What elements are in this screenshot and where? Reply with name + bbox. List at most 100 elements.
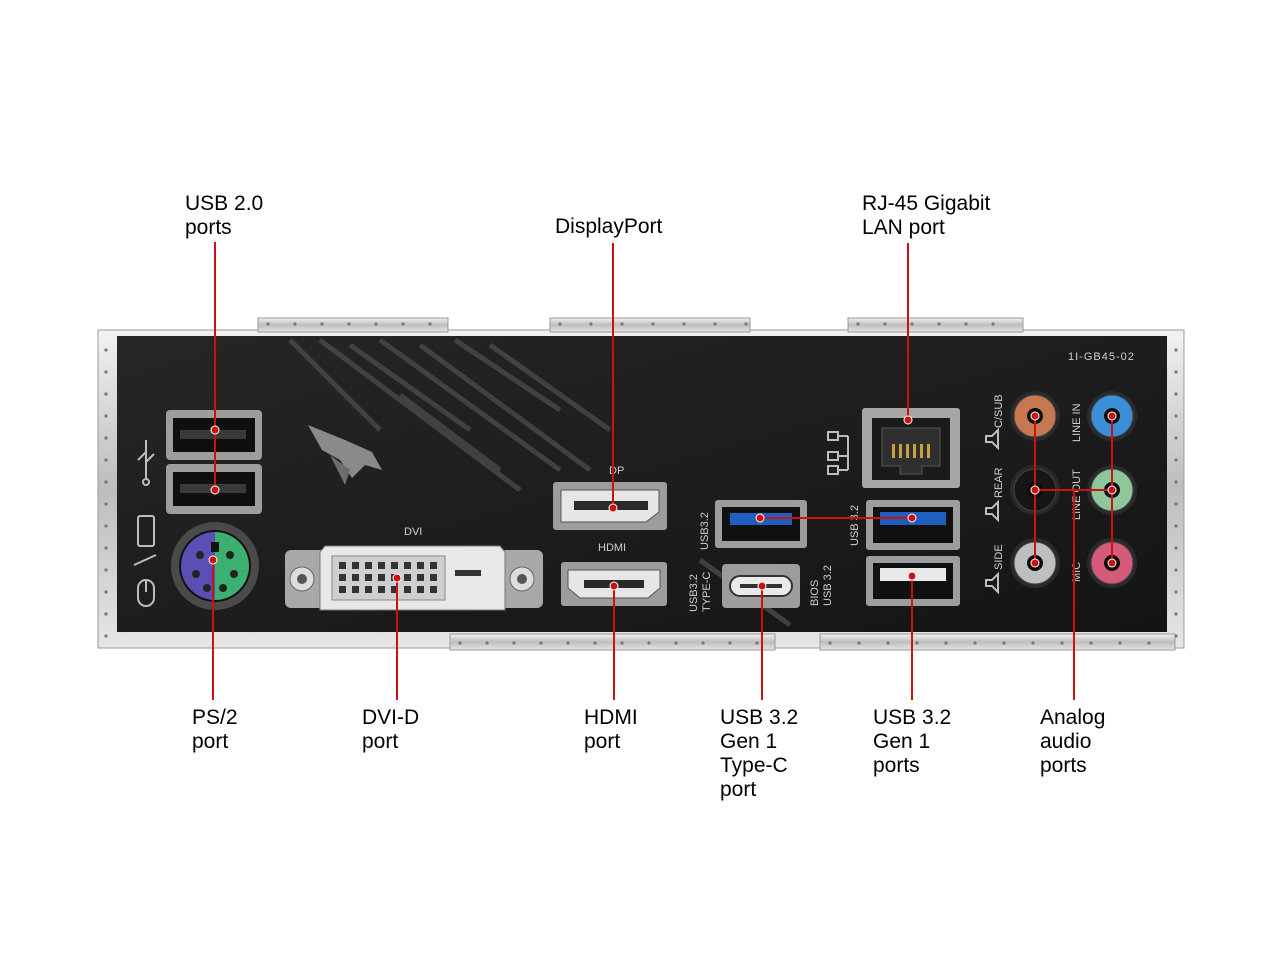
rivet xyxy=(104,568,108,572)
audio-csub-label: C/SUB xyxy=(993,394,1005,428)
dvi-pin xyxy=(352,586,359,593)
rivet xyxy=(682,322,686,326)
shield-bottom-tab xyxy=(449,633,776,651)
leader-endpoint xyxy=(907,571,917,581)
leader-lines xyxy=(208,242,1117,700)
callout-line: LAN port xyxy=(862,216,945,239)
dvi-pin xyxy=(404,562,411,569)
leader-endpoint xyxy=(903,415,913,425)
rivet xyxy=(458,641,462,645)
rivet xyxy=(1174,590,1178,594)
rivet xyxy=(104,546,108,550)
leader-endpoint xyxy=(208,555,218,565)
rivet xyxy=(674,641,678,645)
rivet xyxy=(266,322,270,326)
callout-line: DisplayPort xyxy=(555,215,663,238)
rivet xyxy=(991,322,995,326)
leader-endpoint xyxy=(907,513,917,523)
speaker-icon xyxy=(985,427,999,595)
leader-endpoint xyxy=(1107,411,1117,421)
dvi-pin xyxy=(417,586,424,593)
dvi-pin xyxy=(365,586,372,593)
callout-usb20: USB 2.0 ports xyxy=(185,192,263,240)
dvi-pin xyxy=(352,574,359,581)
frame-rivets xyxy=(104,322,1178,645)
usb32-right-label: USB 3.2 xyxy=(849,505,861,546)
part-number-label: 1I-GB45-02 xyxy=(1068,351,1135,363)
callout-line: USB 3.2 xyxy=(873,706,952,729)
rivet xyxy=(937,322,941,326)
rivet xyxy=(1031,641,1035,645)
leader-endpoint xyxy=(1030,485,1040,495)
rivet xyxy=(620,322,624,326)
dvi-port xyxy=(285,545,543,611)
rivet xyxy=(104,414,108,418)
rivet xyxy=(485,641,489,645)
rivet xyxy=(915,641,919,645)
rivet xyxy=(1089,641,1093,645)
dvi-pin xyxy=(365,562,372,569)
callout-line: RJ-45 Gigabit xyxy=(862,192,991,215)
rivet xyxy=(944,641,948,645)
dvi-pin xyxy=(391,586,398,593)
callout-displayport: DisplayPort xyxy=(555,215,662,239)
dvi-pin xyxy=(430,562,437,569)
dvi-pin xyxy=(404,574,411,581)
leader-endpoint xyxy=(755,513,765,523)
audio-side-label: SIDE xyxy=(993,544,1005,570)
callout-audio: Analog audio ports xyxy=(1040,706,1105,778)
callout-line: port xyxy=(584,730,621,753)
callout-line: port xyxy=(362,730,399,753)
leader-endpoint xyxy=(210,485,220,495)
rivet xyxy=(593,641,597,645)
shield-top-tab xyxy=(257,317,449,333)
dvi-pin-grid xyxy=(339,562,437,593)
usb32-port xyxy=(866,500,960,550)
rivet xyxy=(856,322,860,326)
rivet xyxy=(104,590,108,594)
rivet xyxy=(1174,348,1178,352)
callout-line: Gen 1 xyxy=(720,730,778,753)
dvi-pin xyxy=(378,574,385,581)
callout-line: PS/2 xyxy=(192,706,238,729)
dvi-pin xyxy=(339,586,346,593)
rivet xyxy=(973,641,977,645)
callout-line: port xyxy=(192,730,229,753)
rj45-lan-port xyxy=(862,408,960,488)
dvi-label: DVI xyxy=(404,526,422,538)
rivet xyxy=(104,612,108,616)
rivet xyxy=(744,322,748,326)
callout-hdmi: HDMI port xyxy=(584,706,638,754)
leader-endpoint xyxy=(392,573,402,583)
rivet xyxy=(104,524,108,528)
rivet xyxy=(1174,524,1178,528)
rivet xyxy=(104,458,108,462)
dvi-pin xyxy=(365,574,372,581)
rivet xyxy=(1174,480,1178,484)
rivet xyxy=(647,641,651,645)
rivet xyxy=(558,322,562,326)
callout-line: audio xyxy=(1040,730,1092,753)
callout-line: USB 3.2 xyxy=(720,706,799,729)
rivet xyxy=(104,502,108,506)
leader-endpoint xyxy=(1030,558,1040,568)
rivet xyxy=(104,436,108,440)
rivet xyxy=(883,322,887,326)
rivet xyxy=(566,641,570,645)
callout-line: Gen 1 xyxy=(873,730,931,753)
rivet xyxy=(1174,612,1178,616)
rivet xyxy=(320,322,324,326)
leader-endpoint xyxy=(608,503,618,513)
rivet xyxy=(713,322,717,326)
callout-line: ports xyxy=(873,754,920,777)
callout-line: port xyxy=(720,778,757,801)
rivet xyxy=(1174,392,1178,396)
dvi-pin xyxy=(417,574,424,581)
usb32-port xyxy=(715,500,807,548)
rivet xyxy=(1174,502,1178,506)
rivet xyxy=(910,322,914,326)
callout-line: USB 2.0 xyxy=(185,192,264,215)
rivet xyxy=(374,322,378,326)
